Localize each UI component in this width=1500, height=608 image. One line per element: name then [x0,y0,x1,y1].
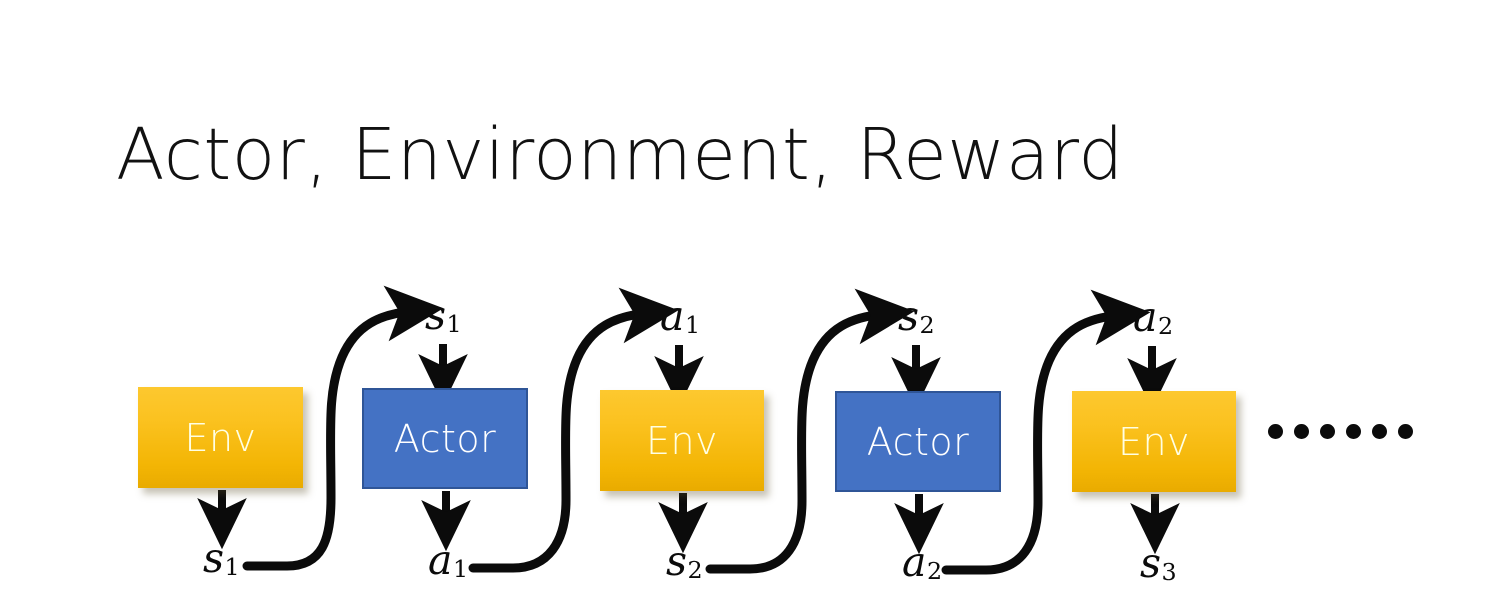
ellipsis-group-1 [1268,424,1335,439]
signal-label-state-1-in: s1 [425,291,462,339]
feed-out-arrows [197,490,1180,555]
node-actor-2[interactable]: Actor [835,391,1001,492]
node-label: Env [1117,419,1191,464]
ellipsis-dot [1372,424,1387,439]
signal-label-action-1-out: a1 [428,536,469,584]
node-env-2[interactable]: Env [600,390,764,491]
node-actor-1[interactable]: Actor [362,388,528,489]
signal-label-state-2-out: s2 [666,537,703,585]
ellipsis-dot [1268,424,1283,439]
node-env-3[interactable]: Env [1072,391,1236,492]
signal-label-state-1-out: s1 [203,534,240,582]
page-title: Actor, Environment, Reward [116,113,1124,196]
node-env-1[interactable]: Env [138,387,303,488]
signal-label-action-2-out: a2 [902,538,943,586]
feed-in-arrows [418,344,1177,410]
node-label: Actor [866,419,970,464]
continuation-ellipsis [1268,424,1413,439]
ellipsis-dot [1320,424,1335,439]
ellipsis-group-2 [1346,424,1413,439]
ellipsis-dot [1346,424,1361,439]
signal-label-state-3-out: s3 [1140,539,1177,587]
node-label: Env [645,418,719,463]
ellipsis-dot [1398,424,1413,439]
node-label: Env [184,415,257,460]
node-label: Actor [393,416,497,461]
signal-label-state-2-in: s2 [898,292,935,340]
ellipsis-dot [1294,424,1309,439]
signal-label-action-1-in: a1 [660,292,701,340]
signal-label-action-2-in: a2 [1133,293,1174,341]
